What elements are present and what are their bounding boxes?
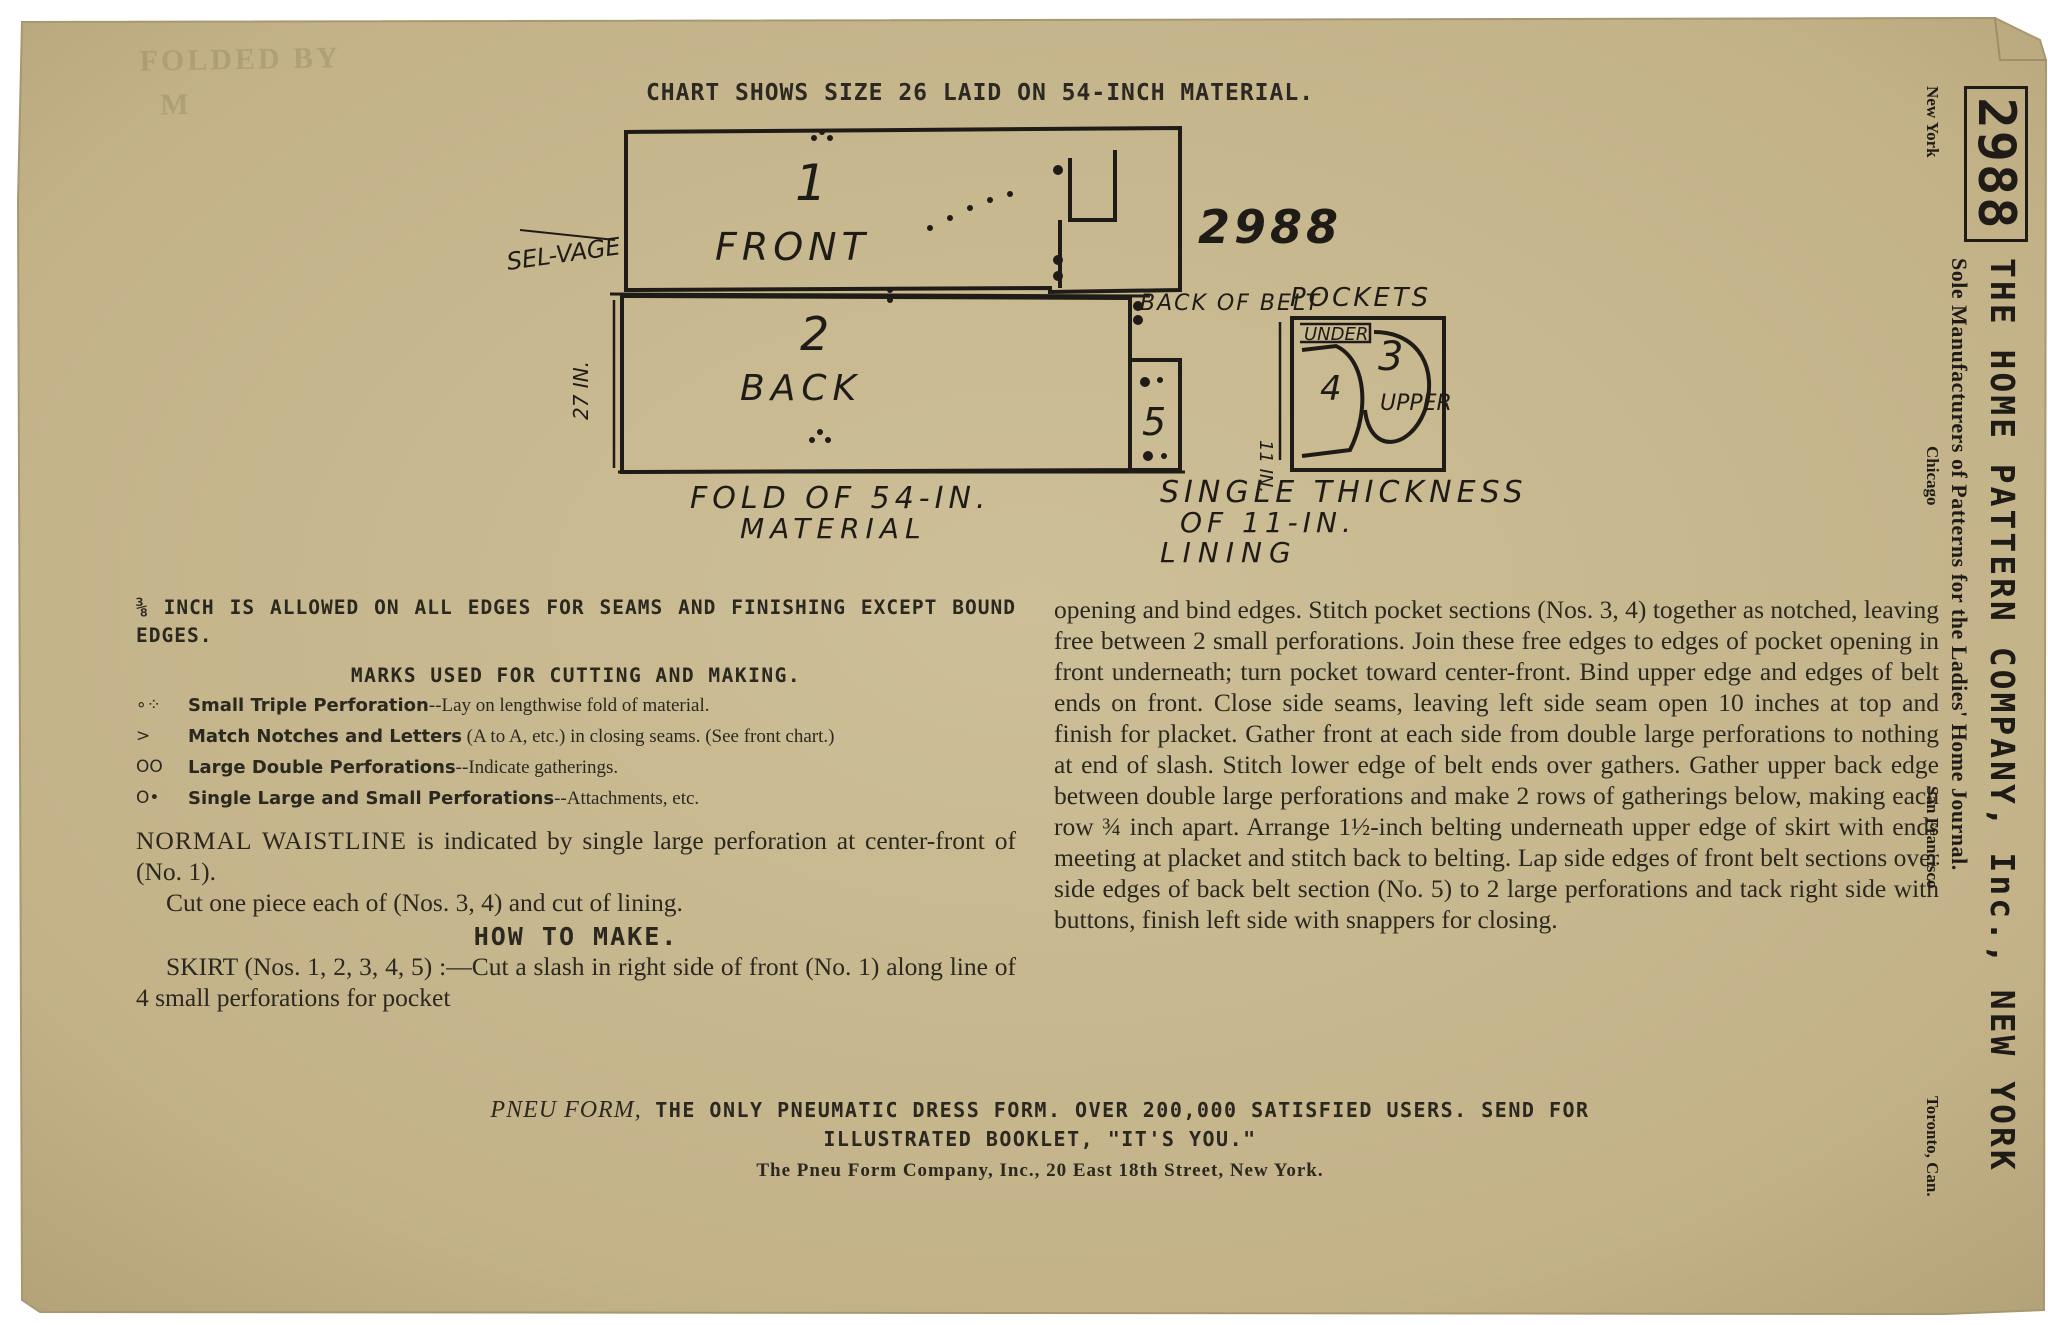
- pocket-under-shape: [1301, 343, 1365, 458]
- stamp-line-1: FOLDED BY: [139, 41, 342, 78]
- chart-title: CHART SHOWS SIZE 26 LAID ON 54-INCH MATE…: [645, 80, 1315, 106]
- pattern-number: 2988: [1198, 200, 1343, 254]
- selvage-label: SEL-VAGE: [505, 232, 623, 276]
- mark-row-notches: > Match Notches and Letters (A to A, etc…: [136, 724, 1016, 749]
- mark-description: --Lay on lengthwise fold of material.: [428, 695, 710, 716]
- mark-name: Match Notches and Letters: [188, 726, 462, 747]
- waistline-note: NORMAL WAISTLINE is indicated by single …: [136, 825, 1016, 887]
- fold-label-2: MATERIAL: [740, 512, 927, 545]
- mark-name: Small Triple Perforation: [188, 695, 429, 716]
- how-to-make-heading: HOW TO MAKE.: [473, 922, 679, 951]
- double-perforation-icon: OO: [136, 757, 163, 777]
- belt-number: 5: [1142, 400, 1166, 444]
- waistline-rest: is indicated by single large perforation…: [136, 826, 1016, 886]
- lining-label-2: OF 11-IN.: [1180, 506, 1356, 539]
- paper-sheet: [16, 16, 2048, 1316]
- corner-fold: [1994, 17, 2046, 61]
- skirt-instructions-start: SKIRT (Nos. 1, 2, 3, 4, 5) :—Cut a slash…: [136, 952, 1016, 1012]
- pockets-label: POCKETS: [1290, 283, 1431, 313]
- lining-label-3: LINING: [1160, 536, 1298, 569]
- pocket-upper-label: UPPER: [1380, 391, 1452, 416]
- pockets-outline: [1290, 316, 1446, 472]
- skirt-instructions-continued: opening and bind edges. Stitch pocket se…: [1054, 595, 1939, 934]
- belt-piece-outline: [1130, 358, 1182, 472]
- front-piece-outline: [624, 125, 1182, 295]
- back-label: BACK: [740, 368, 862, 409]
- pocket-under-label: UNDER: [1304, 324, 1368, 345]
- triple-perforation-icon: ∘⁘: [136, 695, 161, 715]
- perforation-dots: [809, 129, 1167, 461]
- notch-icon: >: [136, 726, 151, 746]
- company-name: THE HOME PATTERN COMPANY, Inc., NEW YORK: [1983, 258, 2022, 1173]
- city-chicago: Chicago: [1923, 446, 1942, 506]
- cut-one-note: Cut one piece each of (Nos. 3, 4) and cu…: [166, 888, 683, 917]
- ad-address: The Pneu Form Company, Inc., 20 East 18t…: [756, 1160, 1324, 1181]
- ad-line-2: ILLUSTRATED BOOKLET, "IT'S YOU.": [823, 1127, 1257, 1151]
- seam-allowance-note: ⅜ INCH IS ALLOWED ON ALL EDGES FOR SEAMS…: [136, 596, 1016, 647]
- mark-row-double: OO Large Double Perforations--Indicate g…: [136, 755, 1016, 780]
- mark-description: --Indicate gatherings.: [455, 757, 619, 778]
- pneu-form-brand: PNEU FORM,: [490, 1097, 642, 1123]
- waistline-caps: NORMAL WAISTLINE: [136, 826, 407, 855]
- selvage-arrow: [519, 229, 616, 241]
- ad-line-1: THE ONLY PNEUMATIC DRESS FORM. OVER 200,…: [641, 1098, 1590, 1122]
- front-label: FRONT: [715, 225, 870, 269]
- sole-manufacturers-line: Sole Manufacturers of Patterns for the L…: [1947, 258, 1972, 871]
- mark-description: (A to A, etc.) in closing seams. (See fr…: [461, 726, 835, 747]
- city-toronto: Toronto, Can.: [1923, 1096, 1942, 1197]
- pocket-upper-number: 3: [1378, 334, 1403, 380]
- pocket-under-top: [1300, 322, 1372, 344]
- stamp-line-2: M: [160, 87, 192, 122]
- front-number: 1: [795, 154, 827, 212]
- side-pattern-number: 2988: [1964, 86, 2028, 242]
- mark-row-triple: ∘⁘ Small Triple Perforation--Lay on leng…: [136, 693, 1016, 718]
- city-new-york: New York: [1923, 86, 1942, 158]
- pocket-upper-shape: [1363, 330, 1431, 444]
- width-27-label: 27 IN.: [569, 361, 593, 420]
- front-notch: [1068, 150, 1117, 222]
- cutting-layout-diagram: 1 FRONT 2 BACK 5 3 UPPER 4 UNDER SEL-VAG…: [505, 125, 1528, 569]
- single-perforation-icon: O•: [136, 788, 160, 808]
- marks-heading: MARKS USED FOR CUTTING AND MAKING.: [350, 664, 802, 687]
- mark-name: Single Large and Small Perforations: [188, 788, 555, 809]
- pneu-form-advertisement: PNEU FORM, THE ONLY PNEUMATIC DRESS FORM…: [330, 1096, 1750, 1182]
- mark-description: --Attachments, etc.: [554, 788, 700, 809]
- mark-row-single: O• Single Large and Small Perforations--…: [136, 786, 1016, 811]
- back-of-belt-label: BACK OF BELT: [1140, 291, 1321, 316]
- back-piece-outline: [620, 293, 1132, 475]
- back-number: 2: [800, 307, 829, 361]
- faint-stamp: FOLDED BY M: [139, 36, 342, 127]
- pocket-under-number: 4: [1320, 369, 1342, 409]
- mark-name: Large Double Perforations: [188, 757, 456, 778]
- city-san-francisco: San Francisco: [1923, 786, 1942, 889]
- selvage-line: [609, 292, 1151, 298]
- fold-label-1: FOLD OF 54-IN.: [690, 481, 990, 516]
- lining-label-1: SINGLE THICKNESS: [1160, 475, 1528, 510]
- instructions-left-column: ⅜ INCH IS ALLOWED ON ALL EDGES FOR SEAMS…: [136, 594, 1016, 1013]
- width-11-label: 11 IN.: [1255, 440, 1276, 493]
